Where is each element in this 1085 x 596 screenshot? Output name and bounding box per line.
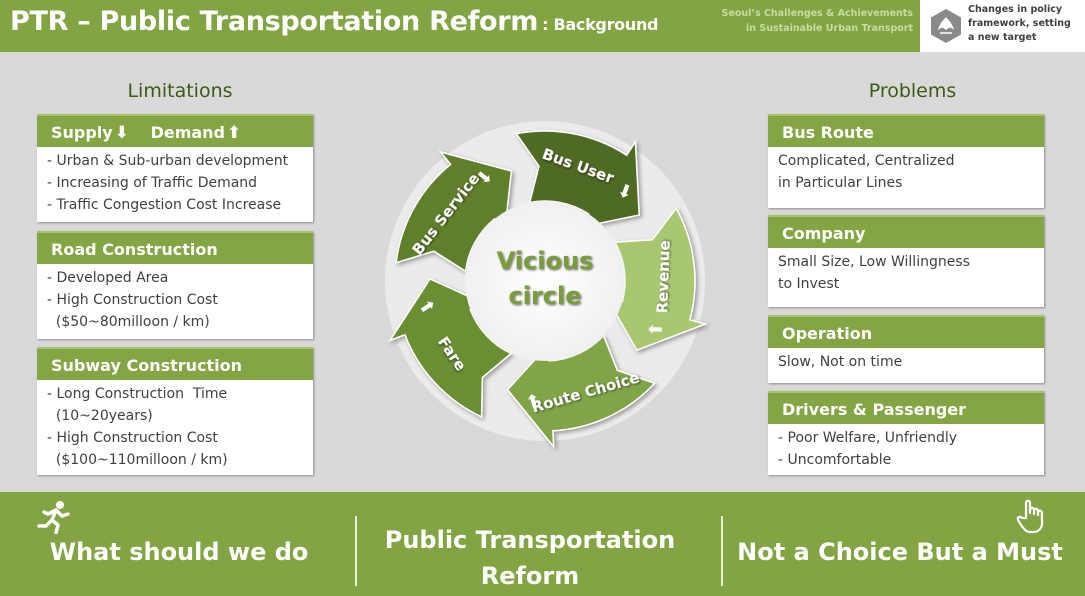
list-item: - Developed Area bbox=[47, 270, 169, 286]
arrow-marker-icon: ⬇ bbox=[523, 388, 543, 412]
hand-pointer-icon bbox=[1016, 499, 1044, 534]
company-header: Company bbox=[768, 215, 1044, 248]
badge-line-2: framework, setting bbox=[968, 18, 1071, 29]
badge-line-1: Changes in policy bbox=[968, 4, 1063, 15]
page-title: PTR – Public Transportation Reform: Back… bbox=[10, 6, 659, 37]
list-item: in Particular Lines bbox=[778, 175, 903, 191]
list-item: - Long Construction Time bbox=[47, 386, 228, 402]
title-subtitle: : Background bbox=[542, 15, 659, 34]
supply-demand-header: Supply⬇ Demand⬆ bbox=[37, 114, 313, 147]
drivers-passenger-header: Drivers & Passenger bbox=[768, 391, 1044, 424]
bus-route-header: Bus Route bbox=[768, 114, 1044, 147]
arrow-down-icon: ⬇ bbox=[114, 123, 129, 143]
list-item: - Traffic Congestion Cost Increase bbox=[47, 197, 282, 213]
operation-header: Operation bbox=[768, 315, 1044, 348]
footer-bar: What should we do Public Transportation … bbox=[0, 492, 1085, 596]
runner-icon bbox=[37, 501, 70, 534]
list-item: Slow, Not on time bbox=[778, 354, 903, 370]
main-content: Limitations Supply⬇ Demand⬆ - Urban & Su… bbox=[0, 52, 1085, 492]
footer-center-line-1: Public Transportation bbox=[384, 526, 676, 554]
list-item: - Poor Welfare, Unfriendly bbox=[778, 430, 958, 446]
road-construction-header: Road Construction bbox=[37, 231, 313, 264]
road-construction-body: - Developed Area - High Construction Cos… bbox=[37, 264, 313, 333]
bus-route-body: Complicated, Centralized in Particular L… bbox=[768, 147, 1044, 194]
subway-construction-body: - Long Construction Time (10~20years) - … bbox=[37, 380, 313, 471]
footer-right-text: Not a Choice But a Must bbox=[737, 538, 1063, 566]
supply-label: Supply bbox=[51, 123, 113, 142]
bus-route-box: Bus Route Complicated, Centralized in Pa… bbox=[768, 114, 1044, 208]
list-item: - Increasing of Traffic Demand bbox=[47, 175, 258, 191]
limitations-heading: Limitations bbox=[127, 80, 233, 102]
list-item: ($50~80milloon / km) bbox=[47, 314, 210, 330]
company-body: Small Size, Low Willingness to Invest bbox=[768, 248, 1044, 295]
list-item: to Invest bbox=[778, 276, 840, 292]
list-item: - High Construction Cost bbox=[47, 292, 218, 308]
subway-construction-header: Subway Construction bbox=[37, 347, 313, 380]
tagline: Seoul’s Challenges & Achievements in Sus… bbox=[722, 6, 913, 36]
badge-line-3: a new target bbox=[968, 32, 1037, 43]
footer-left-text: What should we do bbox=[49, 538, 309, 566]
list-item: (10~20years) bbox=[47, 408, 153, 424]
supply-demand-body: - Urban & Sub-urban development - Increa… bbox=[37, 147, 313, 216]
supply-demand-box: Supply⬇ Demand⬆ - Urban & Sub-urban deve… bbox=[37, 114, 313, 222]
road-construction-box: Road Construction - Developed Area - Hig… bbox=[37, 231, 313, 339]
cycle-label-revenue: Revenue bbox=[653, 240, 674, 314]
cycle-center bbox=[465, 201, 625, 361]
arrow-marker-icon: ⬇ bbox=[643, 322, 665, 338]
list-item: ($100~110milloon / km) bbox=[47, 452, 228, 468]
tagline-line-1: Seoul’s Challenges & Achievements bbox=[721, 8, 913, 19]
arrow-marker-icon: ⬇ bbox=[614, 180, 635, 205]
company-box: Company Small Size, Low Willingness to I… bbox=[768, 215, 1044, 307]
drivers-passenger-body: - Poor Welfare, Unfriendly - Uncomfortab… bbox=[768, 424, 1044, 471]
section-badge: Changes in policy framework, setting a n… bbox=[920, 0, 1085, 52]
seoul-logo-icon bbox=[931, 9, 961, 43]
subway-construction-box: Subway Construction - Long Construction … bbox=[37, 347, 313, 475]
footer-divider-right bbox=[721, 516, 723, 586]
list-item: Small Size, Low Willingness bbox=[778, 254, 970, 270]
list-item: - High Construction Cost bbox=[47, 430, 218, 446]
operation-body: Slow, Not on time bbox=[768, 348, 1044, 373]
problems-heading: Problems bbox=[868, 80, 957, 102]
footer-center-text: Public Transportation Reform bbox=[375, 522, 685, 594]
list-item: - Uncomfortable bbox=[778, 452, 892, 468]
drivers-passenger-box: Drivers & Passenger - Poor Welfare, Unfr… bbox=[768, 391, 1044, 475]
operation-box: Operation Slow, Not on time bbox=[768, 315, 1044, 383]
vicious-cycle-diagram: Vicious circle Bus User⬇Revenue⬇Route Ch… bbox=[385, 121, 708, 450]
list-item: Complicated, Centralized bbox=[778, 153, 955, 169]
demand-label: Demand bbox=[150, 123, 226, 142]
center-label-1: Vicious bbox=[497, 247, 594, 275]
footer-divider-left bbox=[355, 516, 357, 586]
tagline-line-2: in Sustainable Urban Transport bbox=[746, 23, 913, 34]
footer-center-line-2: Reform bbox=[480, 562, 580, 590]
header-bar: PTR – Public Transportation Reform: Back… bbox=[0, 0, 1085, 52]
center-label-2: circle bbox=[508, 282, 581, 310]
list-item: - Urban & Sub-urban development bbox=[47, 153, 289, 169]
badge-text: Changes in policy framework, setting a n… bbox=[968, 3, 1071, 45]
arrow-up-icon: ⬆ bbox=[227, 123, 242, 143]
title-main: PTR – Public Transportation Reform bbox=[10, 6, 539, 37]
